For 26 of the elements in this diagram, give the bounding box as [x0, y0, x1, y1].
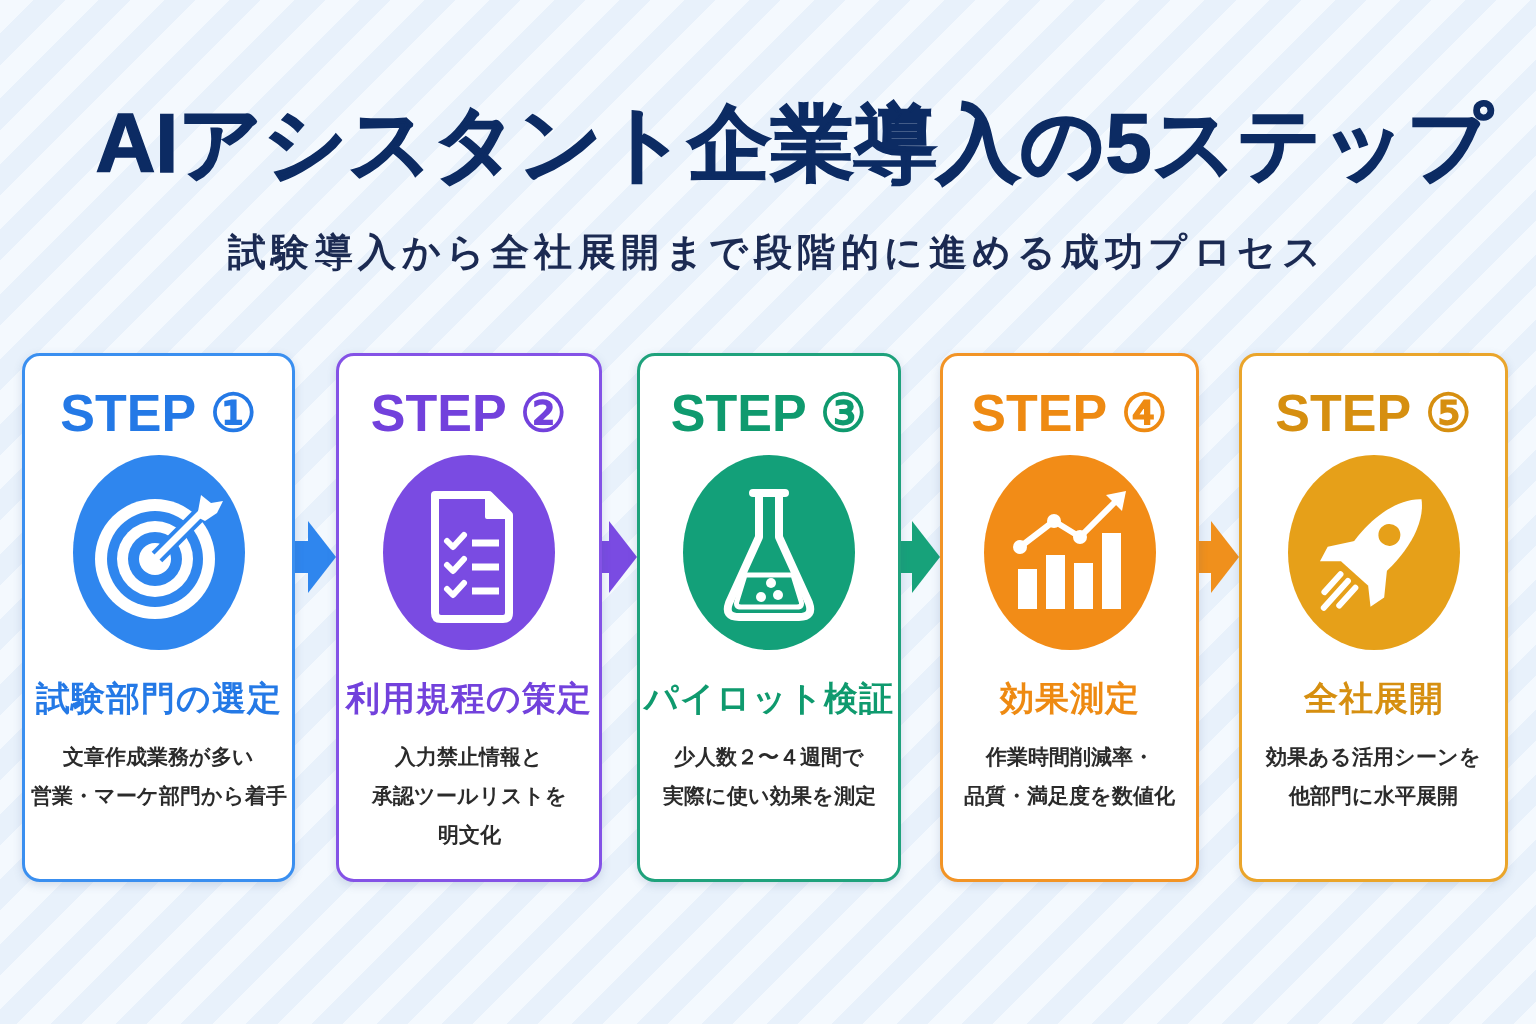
step-card: [336, 353, 602, 882]
step-card: [22, 353, 295, 882]
step-description: 少人数２〜４週間で実際に使い効果を測定: [662, 744, 876, 810]
step-label: STEP ③: [670, 383, 868, 444]
step-card: [940, 353, 1199, 882]
step-heading: パイロット検証: [644, 677, 894, 720]
step-heading: 利用規程の策定: [346, 677, 592, 720]
step-heading: 試験部門の選定: [35, 677, 282, 720]
step-label: STEP ⑤: [1275, 383, 1472, 444]
step-label: STEP ②: [370, 383, 568, 444]
step-description: 作業時間削減率・品質・満足度を数値化: [964, 744, 1175, 810]
step-heading: 効果測定: [999, 677, 1140, 720]
step-label: STEP ①: [60, 383, 257, 444]
arrow: [602, 521, 637, 593]
step-description: 入力禁止情報と承認ツールリストを明文化: [371, 744, 567, 849]
step-card: [1239, 353, 1508, 882]
step-card: [637, 353, 901, 882]
title: AIアシスタント企業導入の5ステップ: [94, 96, 1495, 192]
step-label: STEP ④: [971, 383, 1168, 444]
arrow: [295, 521, 336, 593]
step-heading: 全社展開: [1303, 677, 1444, 720]
arrow: [1199, 521, 1239, 593]
step-description: 効果ある活用シーンを他部門に水平展開: [1266, 744, 1481, 810]
subtitle: 試験導入から全社展開まで段階的に進める成功プロセス: [227, 229, 1327, 276]
arrow: [901, 521, 940, 593]
step-description: 文章作成業務が多い営業・マーケ部門から着手: [30, 744, 287, 810]
